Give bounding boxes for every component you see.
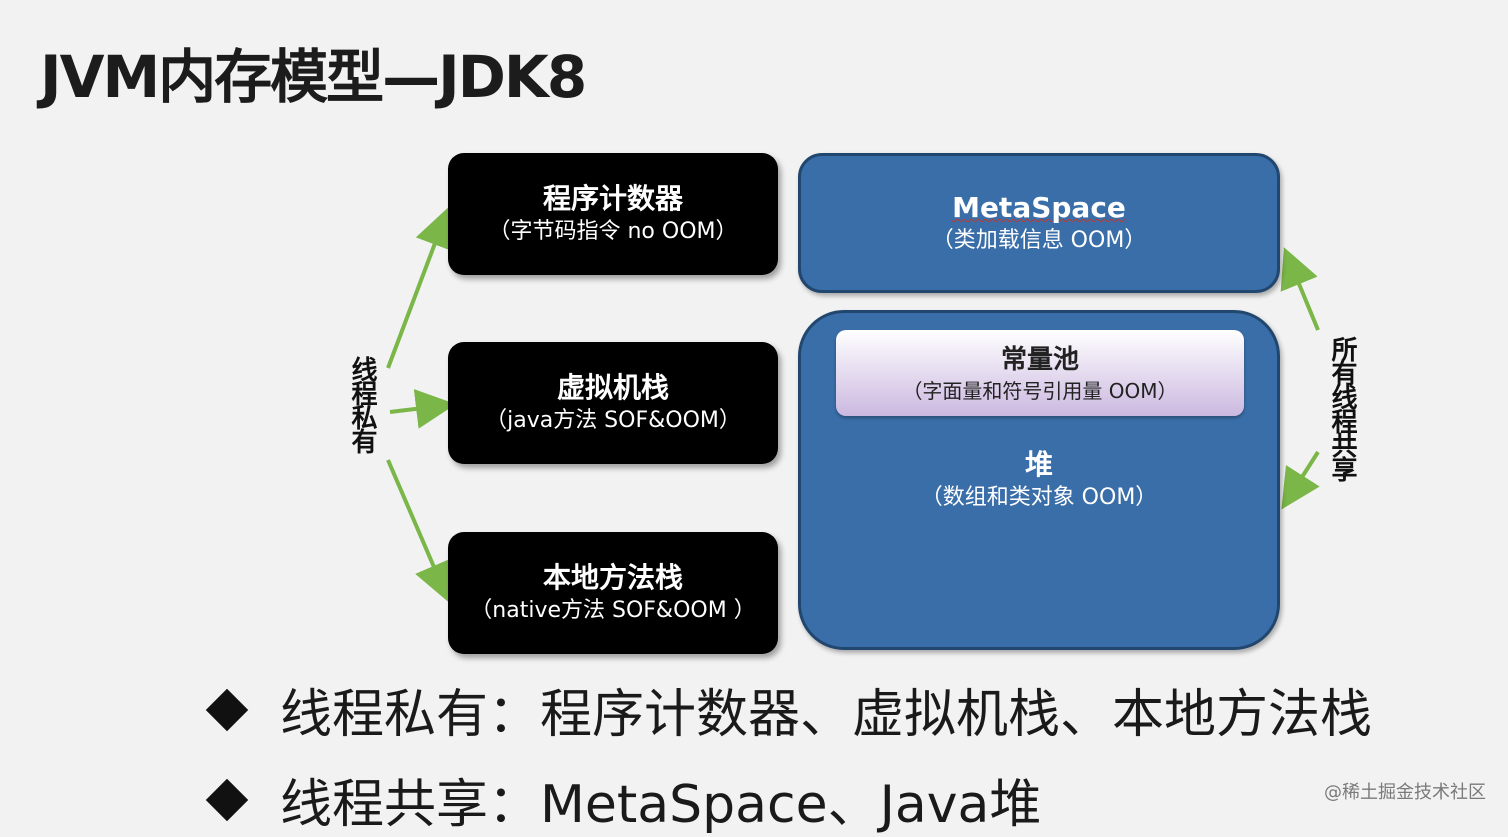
vm-stack-sub: （java方法 SOF&OOM） (485, 408, 741, 433)
arrow-to-heap (1281, 450, 1320, 510)
metaspace-title: MetaSpace (952, 191, 1126, 224)
watermark: @稀土掘金技术社区 (1324, 782, 1486, 803)
program-counter-title: 程序计数器 (542, 182, 683, 215)
arrow-to-metaspace (1280, 247, 1320, 331)
native-stack-title: 本地方法栈 (542, 561, 683, 594)
diamond-bullet-icon (205, 688, 249, 731)
program-counter-box: 程序计数器 （字节码指令 no OOM） (448, 153, 778, 275)
thread-private-label: 线程私有 (347, 356, 377, 452)
thread-shared-label: 所有线程共享 (1327, 336, 1357, 480)
program-counter-sub: （字节码指令 no OOM） (488, 219, 738, 244)
bullet-shared-text: 线程共享：MetaSpace、Java堆 (280, 775, 1042, 835)
vm-stack-box: 虚拟机栈 （java方法 SOF&OOM） (448, 342, 778, 464)
page-title: JVM内存模型—JDK8 (40, 43, 587, 111)
constant-pool-sub: （字面量和符号引用量 OOM） (902, 379, 1178, 403)
arrow-to-native-stack (386, 459, 452, 603)
native-stack-sub: （native方法 SOF&OOM ） (470, 598, 756, 623)
bullet-private-text: 线程私有：程序计数器、虚拟机栈、本地方法栈 (280, 685, 1373, 745)
constant-pool-title: 常量池 (1000, 345, 1079, 375)
heap-box: 常量池 （字面量和符号引用量 OOM） 堆 （数组和类对象 OOM） (798, 310, 1280, 650)
arrow-to-vm-stack (389, 389, 456, 429)
bullet-shared: 线程共享：MetaSpace、Java堆 (205, 762, 1042, 837)
vm-stack-title: 虚拟机栈 (556, 371, 669, 404)
diamond-bullet-icon (205, 778, 249, 821)
bullet-private: 线程私有：程序计数器、虚拟机栈、本地方法栈 (205, 672, 1373, 747)
metaspace-box: MetaSpace （类加载信息 OOM） (798, 153, 1280, 293)
native-stack-box: 本地方法栈 （native方法 SOF&OOM ） (448, 532, 778, 654)
constant-pool-box: 常量池 （字面量和符号引用量 OOM） (836, 330, 1244, 416)
heap-sub: （数组和类对象 OOM） (920, 485, 1158, 510)
heap-title: 堆 (1024, 448, 1053, 481)
metaspace-sub: （类加载信息 OOM） (931, 228, 1147, 253)
arrow-to-pc (386, 207, 454, 369)
